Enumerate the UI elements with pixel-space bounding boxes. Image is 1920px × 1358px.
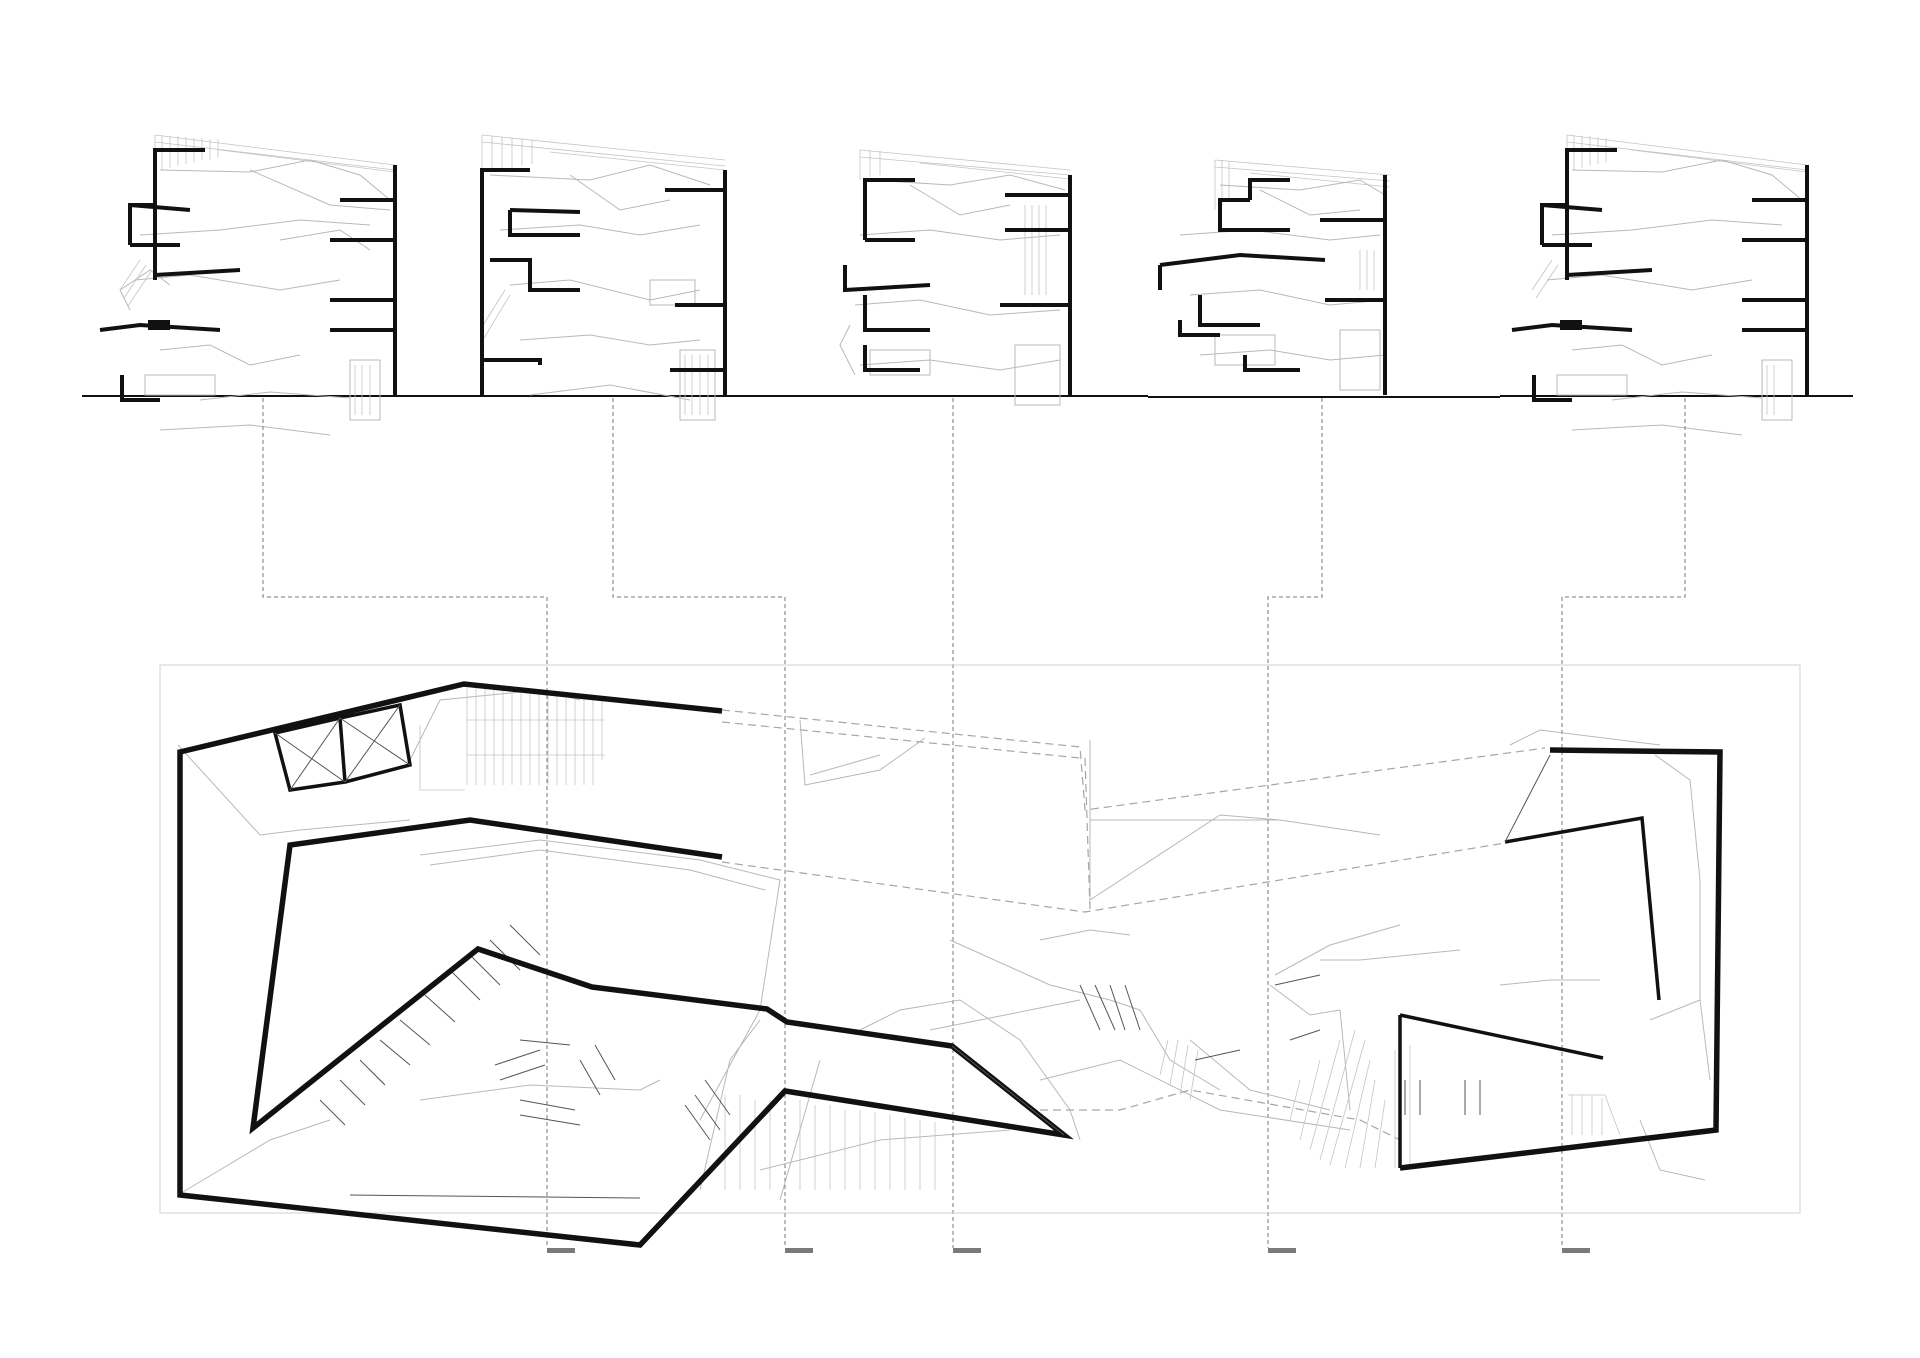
site-boundary — [159, 664, 1801, 1214]
section-2 — [479, 134, 727, 421]
section-cut-markers — [547, 1248, 1590, 1253]
cut-marker-5 — [1562, 1248, 1590, 1253]
floor-plan — [159, 664, 1801, 1253]
skylight-boxes — [272, 702, 412, 792]
cut-marker-4 — [1268, 1248, 1296, 1253]
section-5 — [1511, 134, 1809, 436]
cut-marker-1 — [547, 1248, 575, 1253]
leader-line-4 — [1267, 398, 1323, 1248]
sections-row — [82, 134, 1853, 436]
projected-outline — [721, 709, 1546, 1141]
plan-walls — [177, 681, 1723, 1248]
section-4 — [1158, 159, 1391, 395]
leader-line-5 — [1561, 398, 1686, 1248]
leader-line-1 — [262, 398, 548, 1248]
section-leader-lines — [262, 398, 1686, 1248]
section-1 — [99, 134, 397, 436]
section-3 — [839, 149, 1072, 406]
seating-rows — [319, 924, 1481, 1199]
stair-hatch-top — [419, 686, 605, 791]
cut-marker-2 — [785, 1248, 813, 1253]
cut-marker-3 — [953, 1248, 981, 1253]
leader-line-2 — [612, 398, 786, 1248]
ramp-hatch — [724, 1029, 1621, 1190]
ground-line — [82, 395, 1853, 398]
